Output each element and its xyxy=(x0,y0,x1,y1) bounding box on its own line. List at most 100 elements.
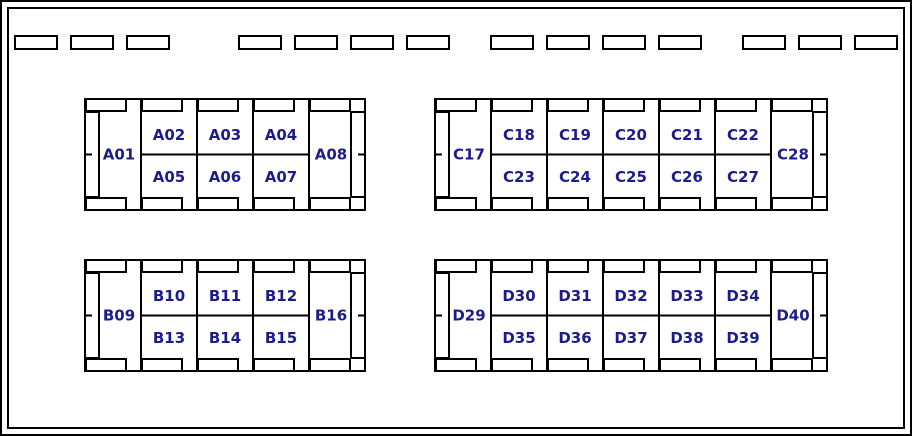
top-slot-10 xyxy=(602,35,646,50)
slot-label-c20[interactable]: C20 xyxy=(615,126,647,144)
slot-tab-bottom xyxy=(715,197,757,211)
slot-label-d38[interactable]: D38 xyxy=(670,329,703,347)
slot-tab-top xyxy=(491,259,533,273)
slot-label-a08[interactable]: A08 xyxy=(315,146,347,164)
slot-label-d30[interactable]: D30 xyxy=(502,287,535,305)
slot-tab-bottom xyxy=(491,358,533,372)
slot-label-d29[interactable]: D29 xyxy=(452,307,485,325)
slot-tab-top xyxy=(141,259,183,273)
slot-label-c17[interactable]: C17 xyxy=(453,146,485,164)
slot-label-c27[interactable]: C27 xyxy=(727,168,759,186)
slot-label-a05[interactable]: A05 xyxy=(153,168,185,186)
top-slot-3 xyxy=(126,35,170,50)
slot-tab-top xyxy=(715,259,757,273)
slot-tab-bottom xyxy=(309,197,351,211)
slot-tab-bottom xyxy=(85,197,127,211)
slot-label-b09[interactable]: B09 xyxy=(103,307,135,325)
slot-label-d40[interactable]: D40 xyxy=(776,307,809,325)
slot-label-b10[interactable]: B10 xyxy=(153,287,185,305)
slot-label-c24[interactable]: C24 xyxy=(559,168,591,186)
slot-tab-bottom xyxy=(435,358,477,372)
slot-tab-bottom xyxy=(141,358,183,372)
slot-label-d34[interactable]: D34 xyxy=(726,287,759,305)
slot-label-c18[interactable]: C18 xyxy=(503,126,535,144)
top-slot-14 xyxy=(854,35,898,50)
slot-label-c26[interactable]: C26 xyxy=(671,168,703,186)
top-slot-9 xyxy=(546,35,590,50)
slot-label-a04[interactable]: A04 xyxy=(265,126,297,144)
slot-tab-top xyxy=(197,259,239,273)
slot-label-b16[interactable]: B16 xyxy=(315,307,347,325)
slot-tab-bottom xyxy=(771,197,813,211)
slot-tab-top xyxy=(547,98,589,112)
slot-tab-bottom xyxy=(603,197,645,211)
slot-tab-top xyxy=(309,259,351,273)
slot-tab-bottom xyxy=(85,358,127,372)
slot-label-d36[interactable]: D36 xyxy=(558,329,591,347)
slot-label-b15[interactable]: B15 xyxy=(265,329,297,347)
slot-tab-top xyxy=(603,98,645,112)
slot-tab-bottom xyxy=(309,358,351,372)
slot-tab-bottom xyxy=(659,358,701,372)
slot-tab-top xyxy=(309,98,351,112)
slot-label-a07[interactable]: A07 xyxy=(265,168,297,186)
top-slot-5 xyxy=(294,35,338,50)
slot-label-a06[interactable]: A06 xyxy=(209,168,241,186)
slot-tab-top xyxy=(253,98,295,112)
inner-border xyxy=(7,7,905,429)
slot-label-c19[interactable]: C19 xyxy=(559,126,591,144)
slot-tab-top xyxy=(659,259,701,273)
slot-tab-top xyxy=(197,98,239,112)
slot-label-c21[interactable]: C21 xyxy=(671,126,703,144)
slot-label-c28[interactable]: C28 xyxy=(777,146,809,164)
slot-label-c23[interactable]: C23 xyxy=(503,168,535,186)
slot-label-d32[interactable]: D32 xyxy=(614,287,647,305)
slot-label-c22[interactable]: C22 xyxy=(727,126,759,144)
slot-tab-bottom xyxy=(197,197,239,211)
top-slot-2 xyxy=(70,35,114,50)
slot-label-b12[interactable]: B12 xyxy=(265,287,297,305)
top-slot-row xyxy=(14,35,898,50)
slot-label-b14[interactable]: B14 xyxy=(209,329,241,347)
slot-tab-top xyxy=(771,98,813,112)
slot-tab-top xyxy=(547,259,589,273)
slot-tab-bottom xyxy=(771,358,813,372)
slot-label-b11[interactable]: B11 xyxy=(209,287,241,305)
slot-tab-bottom xyxy=(659,197,701,211)
slot-label-d33[interactable]: D33 xyxy=(670,287,703,305)
slot-tab-bottom xyxy=(603,358,645,372)
slot-label-d35[interactable]: D35 xyxy=(502,329,535,347)
top-slot-1 xyxy=(14,35,58,50)
top-slot-13 xyxy=(798,35,842,50)
slot-tab-top xyxy=(771,259,813,273)
slot-label-d31[interactable]: D31 xyxy=(558,287,591,305)
slot-label-c25[interactable]: C25 xyxy=(615,168,647,186)
slot-label-a01[interactable]: A01 xyxy=(103,146,135,164)
slot-tab-bottom xyxy=(141,197,183,211)
slot-tab-top xyxy=(85,98,127,112)
slot-tab-bottom xyxy=(435,197,477,211)
slot-tab-top xyxy=(85,259,127,273)
slot-label-d39[interactable]: D39 xyxy=(726,329,759,347)
slot-tab-bottom xyxy=(715,358,757,372)
slot-tab-top xyxy=(603,259,645,273)
slot-tab-bottom xyxy=(253,358,295,372)
top-slot-7 xyxy=(406,35,450,50)
slot-tab-top xyxy=(435,259,477,273)
slot-tab-top xyxy=(491,98,533,112)
slot-tab-top xyxy=(141,98,183,112)
slot-tab-top xyxy=(253,259,295,273)
slot-label-a02[interactable]: A02 xyxy=(153,126,185,144)
slot-label-d37[interactable]: D37 xyxy=(614,329,647,347)
top-slot-11 xyxy=(658,35,702,50)
slot-label-b13[interactable]: B13 xyxy=(153,329,185,347)
slot-label-a03[interactable]: A03 xyxy=(209,126,241,144)
slot-tab-bottom xyxy=(197,358,239,372)
